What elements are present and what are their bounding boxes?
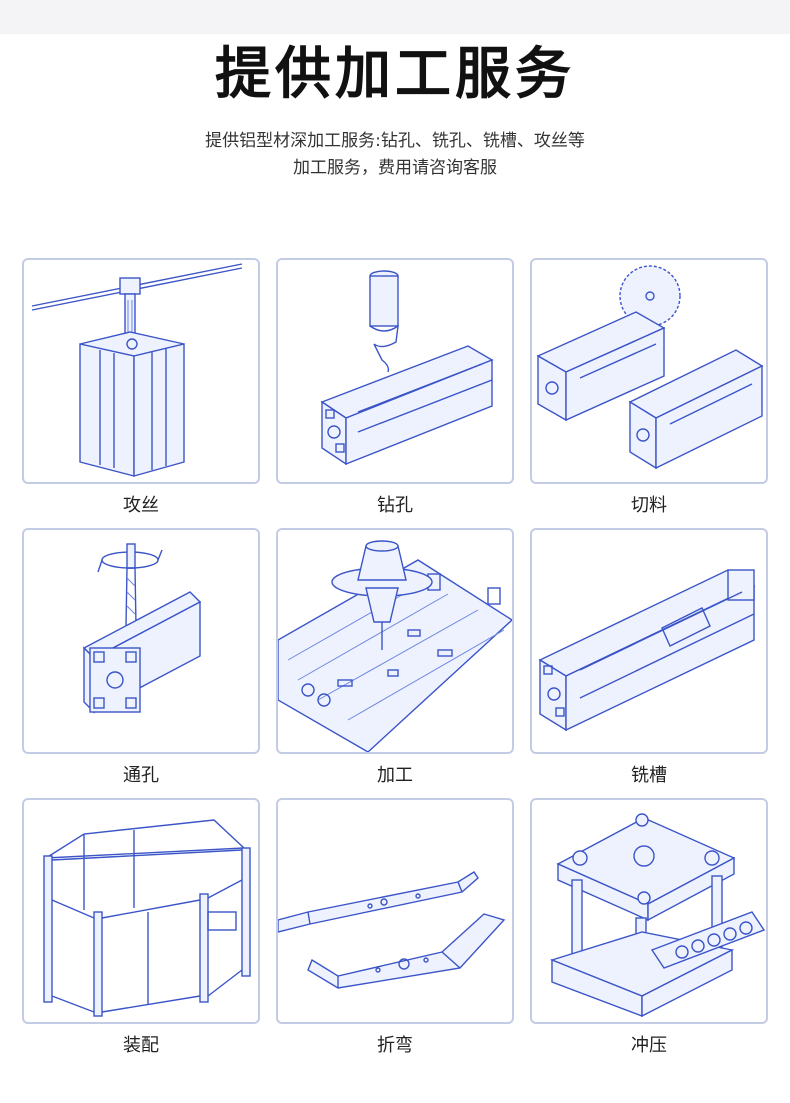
subtitle-line-1: 提供铝型材深加工服务:钻孔、铣孔、铣槽、攻丝等 <box>205 131 585 151</box>
cutting-icon <box>536 265 764 470</box>
service-image-card <box>276 798 514 1024</box>
service-image-card <box>22 528 260 754</box>
service-image-card <box>530 258 768 484</box>
service-label: 通孔 <box>123 765 159 786</box>
service-image-card <box>22 798 260 1024</box>
top-band <box>0 0 790 34</box>
machining-icon <box>278 540 512 752</box>
drilling-icon <box>320 270 494 466</box>
stamping-icon <box>549 813 766 1018</box>
service-label: 折弯 <box>377 1035 413 1056</box>
service-label: 攻丝 <box>123 495 159 516</box>
service-image-card <box>22 258 260 484</box>
page-subtitle: 提供铝型材深加工服务:钻孔、铣孔、铣槽、攻丝等 加工服务，费用请咨询客服 <box>0 128 790 182</box>
service-image-card <box>276 258 514 484</box>
service-label: 装配 <box>123 1035 159 1056</box>
assembly-icon <box>43 819 251 1017</box>
through-hole-icon <box>82 543 202 714</box>
service-image-card <box>530 798 768 1024</box>
service-label: 铣槽 <box>631 765 667 786</box>
service-label: 冲压 <box>631 1035 667 1056</box>
service-label: 钻孔 <box>377 495 413 516</box>
tapping-icon <box>31 263 243 477</box>
page-title: 提供加工服务 <box>215 42 575 107</box>
service-label: 加工 <box>377 765 413 786</box>
service-image-card <box>530 528 768 754</box>
service-label: 切料 <box>631 495 667 516</box>
subtitle-line-2: 加工服务，费用请咨询客服 <box>293 158 497 178</box>
service-image-card <box>276 528 514 754</box>
bending-icon <box>278 871 506 989</box>
milling-slot-icon <box>538 569 756 732</box>
